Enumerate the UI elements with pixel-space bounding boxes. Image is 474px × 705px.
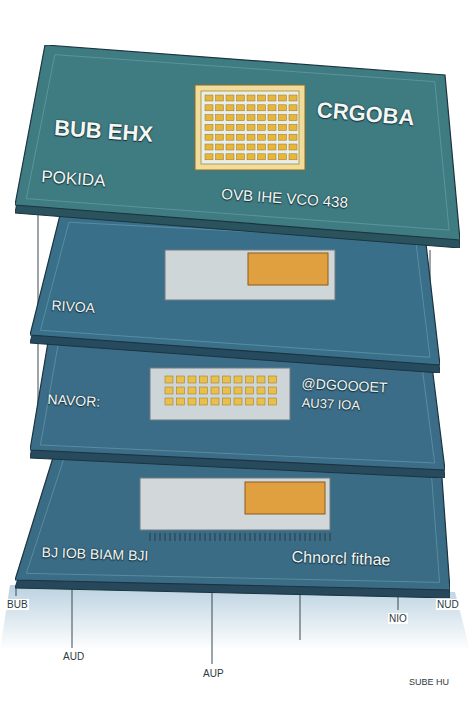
layer-text: Chnorcl fithae — [291, 548, 390, 569]
layer-text: AU37 IOA — [301, 396, 360, 413]
layer-outline — [15, 45, 460, 248]
chip-layer: BUB EHXCRGOBAPOKIDAOVB IHE VCO 438 — [15, 45, 460, 248]
callout-label: NUD — [436, 599, 460, 610]
signature: SUBE HU — [408, 678, 450, 688]
layer-text: RIVOA — [51, 298, 96, 316]
callout-label: AUD — [62, 651, 85, 662]
layer-text: NAVOR: — [47, 392, 100, 410]
callout-label: AUP — [202, 668, 225, 679]
callout-label: BUB — [6, 599, 29, 610]
callout-label: NIO — [388, 613, 408, 624]
